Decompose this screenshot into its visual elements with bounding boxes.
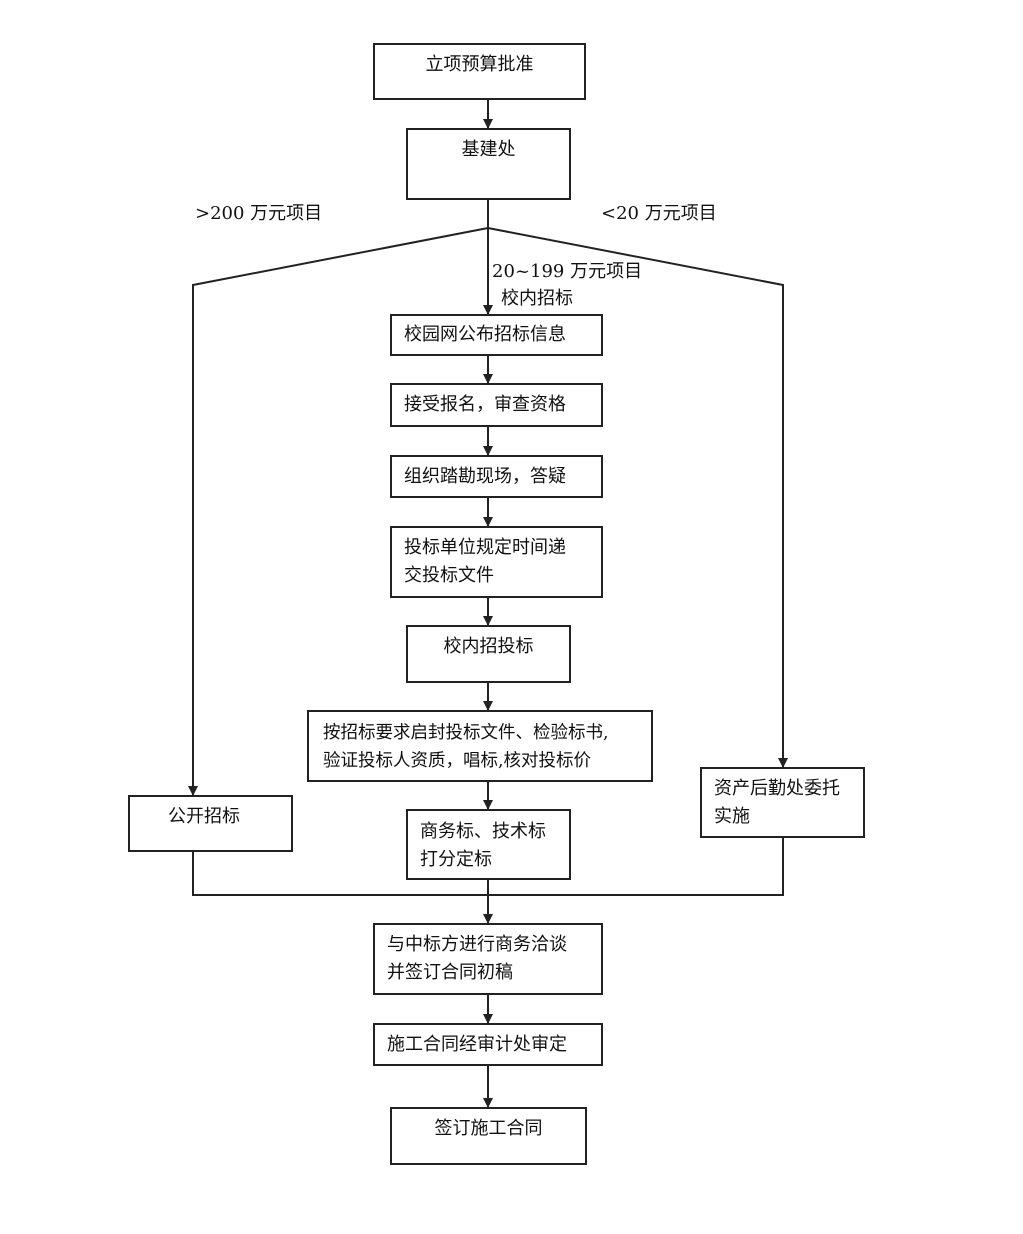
node-approve: 立项预算批准 xyxy=(373,43,586,100)
node-publish-text: 校园网公布招标信息 xyxy=(404,324,566,345)
branch-medium-sub-text: 校内招标 xyxy=(501,288,573,309)
node-opening-line-1: 按招标要求启封投标文件、检验标书, xyxy=(323,723,609,743)
node-audit: 施工合同经审计处审定 xyxy=(373,1023,603,1066)
branch-small-text: <20 万元项目 xyxy=(601,203,717,224)
node-submit: 投标单位规定时间递 交投标文件 xyxy=(390,526,603,598)
node-audit-text: 施工合同经审计处审定 xyxy=(387,1034,567,1055)
node-negotiate: 与中标方进行商务洽谈 并签订合同初稿 xyxy=(373,923,603,995)
node-scoring-line-1: 商务标、技术标 xyxy=(420,821,546,842)
branch-large-label: >200 万元项目 xyxy=(195,202,322,226)
node-negotiate-line-2: 并签订合同初稿 xyxy=(387,962,513,983)
node-logistics-line-2: 实施 xyxy=(714,806,750,827)
arrow-branch-left xyxy=(188,227,489,796)
node-register: 接受报名，审查资格 xyxy=(390,383,603,427)
node-jianshe: 基建处 xyxy=(406,128,571,200)
node-approve-text: 立项预算批准 xyxy=(425,54,534,75)
node-submit-line-2: 交投标文件 xyxy=(404,565,494,586)
branch-large-text: >200 万元项目 xyxy=(195,203,323,224)
arrow-branch-right xyxy=(487,227,788,768)
branch-medium-text: 20~199 万元项目 xyxy=(492,261,643,282)
node-opening-line-2: 验证投标人资质，唱标,核对投标价 xyxy=(323,751,592,771)
node-bidding-text: 校内招投标 xyxy=(443,636,534,657)
node-scoring: 商务标、技术标 打分定标 xyxy=(406,809,571,880)
node-bidding: 校内招投标 xyxy=(406,625,571,683)
node-opening: 按招标要求启封投标文件、检验标书, 验证投标人资质，唱标,核对投标价 xyxy=(307,710,653,782)
node-logistics: 资产后勤处委托 实施 xyxy=(700,767,865,838)
node-sign: 签订施工合同 xyxy=(390,1107,587,1165)
branch-small-label: <20 万元项目 xyxy=(601,202,717,226)
branch-medium-sub-label: 校内招标 xyxy=(501,287,573,311)
node-public: 公开招标 xyxy=(128,795,293,852)
node-visit-text: 组织踏勘现场，答疑 xyxy=(404,466,566,487)
node-logistics-line-1: 资产后勤处委托 xyxy=(714,778,840,799)
node-jianshe-text: 基建处 xyxy=(461,139,516,160)
node-public-text: 公开招标 xyxy=(168,806,240,827)
node-submit-line-1: 投标单位规定时间递 xyxy=(404,537,566,558)
node-visit: 组织踏勘现场，答疑 xyxy=(390,455,603,498)
node-negotiate-line-1: 与中标方进行商务洽谈 xyxy=(387,934,567,955)
branch-medium-label: 20~199 万元项目 xyxy=(492,260,642,284)
node-publish: 校园网公布招标信息 xyxy=(390,314,603,356)
node-scoring-line-2: 打分定标 xyxy=(420,849,492,870)
node-register-text: 接受报名，审查资格 xyxy=(404,394,566,415)
node-sign-text: 签订施工合同 xyxy=(434,1118,543,1139)
